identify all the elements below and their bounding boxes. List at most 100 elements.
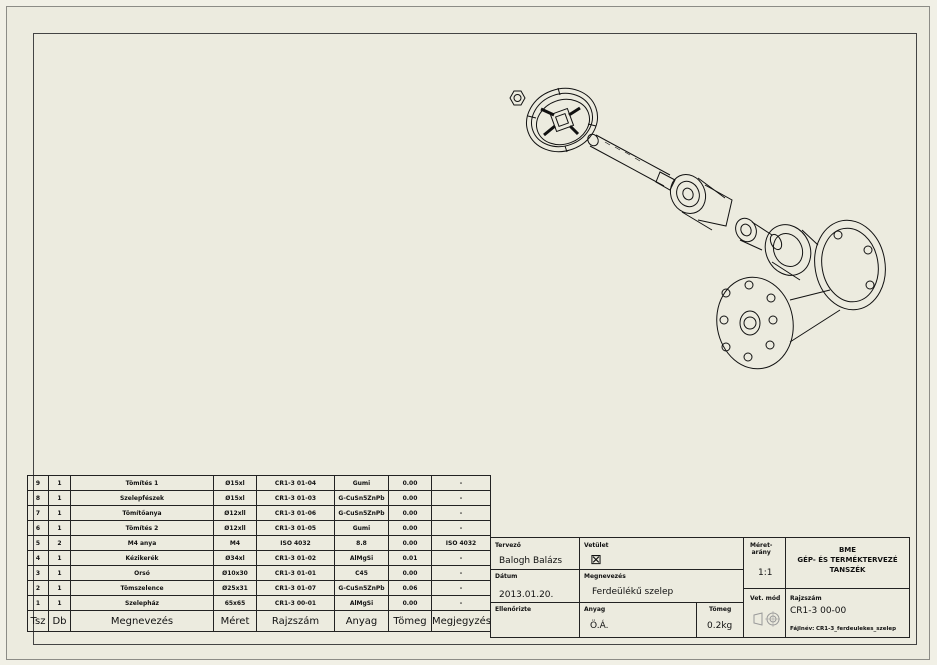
column-header: Megnevezés [70,610,214,632]
view-label: Vet. mód [750,595,781,602]
checker-label: Ellenőrizte [495,606,532,613]
table-cell: CR1-3 01-07 [256,580,335,596]
mass-value: 0.2kg [707,621,733,631]
table-cell: 1 [48,490,71,506]
table-cell: AlMgSi [334,595,389,611]
column-header: Megjegyzés [431,610,491,632]
mass-cell: Tömeg 0.2kg [696,602,744,638]
assembly-drawing [509,87,886,370]
table-cell: 0.01 [388,550,432,566]
scale-value: 1:1 [758,568,773,578]
table-cell: - [431,595,491,611]
table-cell: CR1-3 01-06 [256,505,335,521]
table-cell: M4 anya [70,535,214,551]
gland-nut-icon [735,217,783,251]
date-cell: Dátum 2013.01.20. [490,569,580,603]
table-cell: - [431,580,491,596]
table-cell: 5 [27,535,49,551]
table-cell: Gumi [334,475,389,491]
table-cell: 2 [27,580,49,596]
table-cell: 65x65 [213,595,257,611]
table-cell: 1 [48,550,71,566]
table-cell: 1 [48,595,71,611]
table-cell: 1 [48,580,71,596]
column-header: Db [48,610,71,632]
table-cell: 1 [48,565,71,581]
table-cell: Orsó [70,565,214,581]
table-cell: 0.00 [388,535,432,551]
table-cell: 0.06 [388,580,432,596]
table-cell: CR1-3 00-01 [256,595,335,611]
designer-value: Balogh Balázs [499,556,563,566]
table-cell: 7 [27,505,49,521]
table-cell: 8 [27,490,49,506]
table-cell: C45 [334,565,389,581]
table-cell: Ø10x30 [213,565,257,581]
table-cell: Ø15xl [213,490,257,506]
date-label: Dátum [495,573,518,580]
table-cell: 9 [27,475,49,491]
table-cell: ISO 4032 [256,535,335,551]
title-block: Tervező Balogh Balázs Dátum 2013.01.20. … [490,537,910,638]
table-cell: ISO 4032 [431,535,491,551]
table-cell: - [431,505,491,521]
table-cell: - [431,475,491,491]
projection-label: Vetület [584,542,609,549]
table-cell: CR1-3 01-02 [256,550,335,566]
table-cell: Ø34xl [213,550,257,566]
table-cell: 2 [48,535,71,551]
view-cell: Vet. mód [743,588,786,638]
institution-name: BME GÉP- ÉS TERMÉKTERVEZÉ TANSZÉK [797,546,898,574]
table-cell: Gumi [334,520,389,536]
table-cell: 3 [27,565,49,581]
table-cell: 1 [48,505,71,521]
drawing-number-value: CR1-3 00-00 [790,606,847,616]
projection-cell: Vetület ⊠ [579,537,744,570]
table-cell: 1 [48,475,71,491]
table-cell: 8.8 [334,535,389,551]
column-header: Rajzszám [256,610,335,632]
table-cell: 0.00 [388,595,432,611]
table-cell: 6 [27,520,49,536]
material-cell: Anyag Ö.Á. [579,602,697,638]
column-header: Méret [213,610,257,632]
name-cell: Megnevezés Ferdeülékű szelep [579,569,744,603]
hex-nut-icon [509,90,526,106]
filename-label: Fájlnév: [790,626,815,632]
handwheel-icon [526,87,598,153]
table-cell: 0.00 [388,505,432,521]
institution-cell: BME GÉP- ÉS TERMÉKTERVEZÉ TANSZÉK [785,537,910,589]
material-value: Ö.Á. [590,621,609,631]
table-cell: 0.00 [388,565,432,581]
valve-body-icon [716,219,886,370]
column-header: Tömeg [388,610,432,632]
table-cell: Kézikerék [70,550,214,566]
packing-gland-icon [669,174,733,231]
table-cell: Tömítés 1 [70,475,214,491]
table-cell: Szelepház [70,595,214,611]
scale-label: Méret- arány [750,542,773,556]
table-cell: Ø25x31 [213,580,257,596]
designer-label: Tervező [495,542,521,549]
table-cell: CR1-3 01-05 [256,520,335,536]
table-cell: 0.00 [388,490,432,506]
table-cell: - [431,490,491,506]
mass-label: Tömeg [709,606,732,613]
table-cell: Ø12xll [213,520,257,536]
table-cell: 1 [27,595,49,611]
scale-cell: Méret- arány 1:1 [743,537,786,589]
table-cell: Ø12xll [213,505,257,521]
table-cell: G-CuSn5ZnPb [334,580,389,596]
table-cell: CR1-3 01-01 [256,565,335,581]
table-cell: G-CuSn5ZnPb [334,490,389,506]
table-cell: 4 [27,550,49,566]
